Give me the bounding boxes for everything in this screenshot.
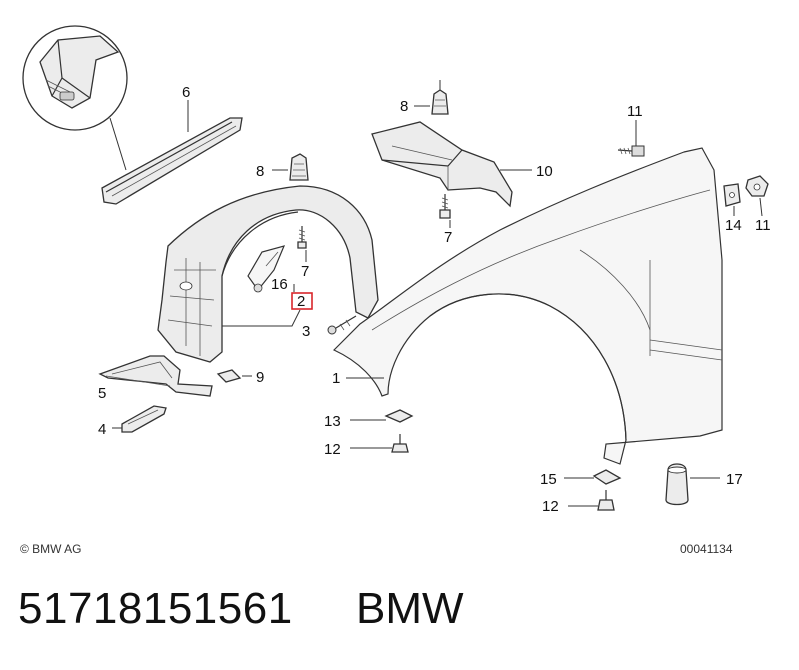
callout-2: 2 [297, 293, 305, 310]
callout-16: 16 [271, 276, 288, 293]
callout-8-left: 8 [256, 163, 264, 180]
callout-12-middle: 12 [324, 441, 341, 458]
part-11-screw-top [617, 120, 645, 157]
part-5-bracket [98, 355, 213, 397]
callout-2-highlight-box [291, 292, 313, 310]
callout-13: 13 [324, 413, 341, 430]
callout-4: 4 [98, 421, 106, 438]
part-4-strip [112, 405, 167, 433]
copyright-label: © BMW AG [20, 542, 82, 556]
part-number: 51718151561 [18, 584, 293, 633]
part-3-screw [327, 315, 357, 335]
callout-10: 10 [536, 163, 553, 180]
part-8-expansion-nut-right [414, 80, 449, 115]
callout-9: 9 [256, 369, 264, 386]
part-9-clip [216, 369, 252, 383]
callout-6: 6 [182, 84, 190, 101]
part-1-front-fender [332, 147, 723, 465]
callout-15: 15 [540, 471, 557, 488]
part-10-support-bracket [371, 121, 532, 208]
callout-3: 3 [302, 323, 310, 340]
callout-1: 1 [332, 370, 340, 387]
brand-name: BMW [356, 584, 464, 633]
leaders-16-2 [222, 284, 301, 327]
callout-7-right: 7 [444, 229, 452, 246]
part-8-expansion-nut-left [272, 153, 309, 181]
part-17-plug [665, 463, 720, 506]
callout-12-bottom: 12 [542, 498, 559, 515]
callout-11-right: 11 [755, 217, 771, 234]
callout-14: 14 [725, 217, 742, 234]
callout-8-right: 8 [400, 98, 408, 115]
part-15-clip [564, 469, 622, 485]
detail-magnifier [22, 25, 128, 171]
part-7-screw-right [439, 194, 451, 228]
callout-5: 5 [98, 385, 106, 402]
part-11-nut-right [745, 175, 769, 217]
part-6-trim-strip [101, 100, 243, 205]
diagram-id: 00041134 [680, 542, 733, 556]
callout-11-top: 11 [627, 103, 643, 120]
callout-17: 17 [726, 471, 743, 488]
callout-7-left: 7 [301, 263, 309, 280]
part-2-wheel-arch-liner [157, 185, 379, 363]
part-14-clip-nut [723, 183, 741, 216]
part-7-screw-left [297, 226, 307, 262]
part-13-clip [350, 409, 414, 423]
part-12-screw-bottom [568, 490, 615, 511]
part-12-screw-middle [350, 434, 409, 453]
